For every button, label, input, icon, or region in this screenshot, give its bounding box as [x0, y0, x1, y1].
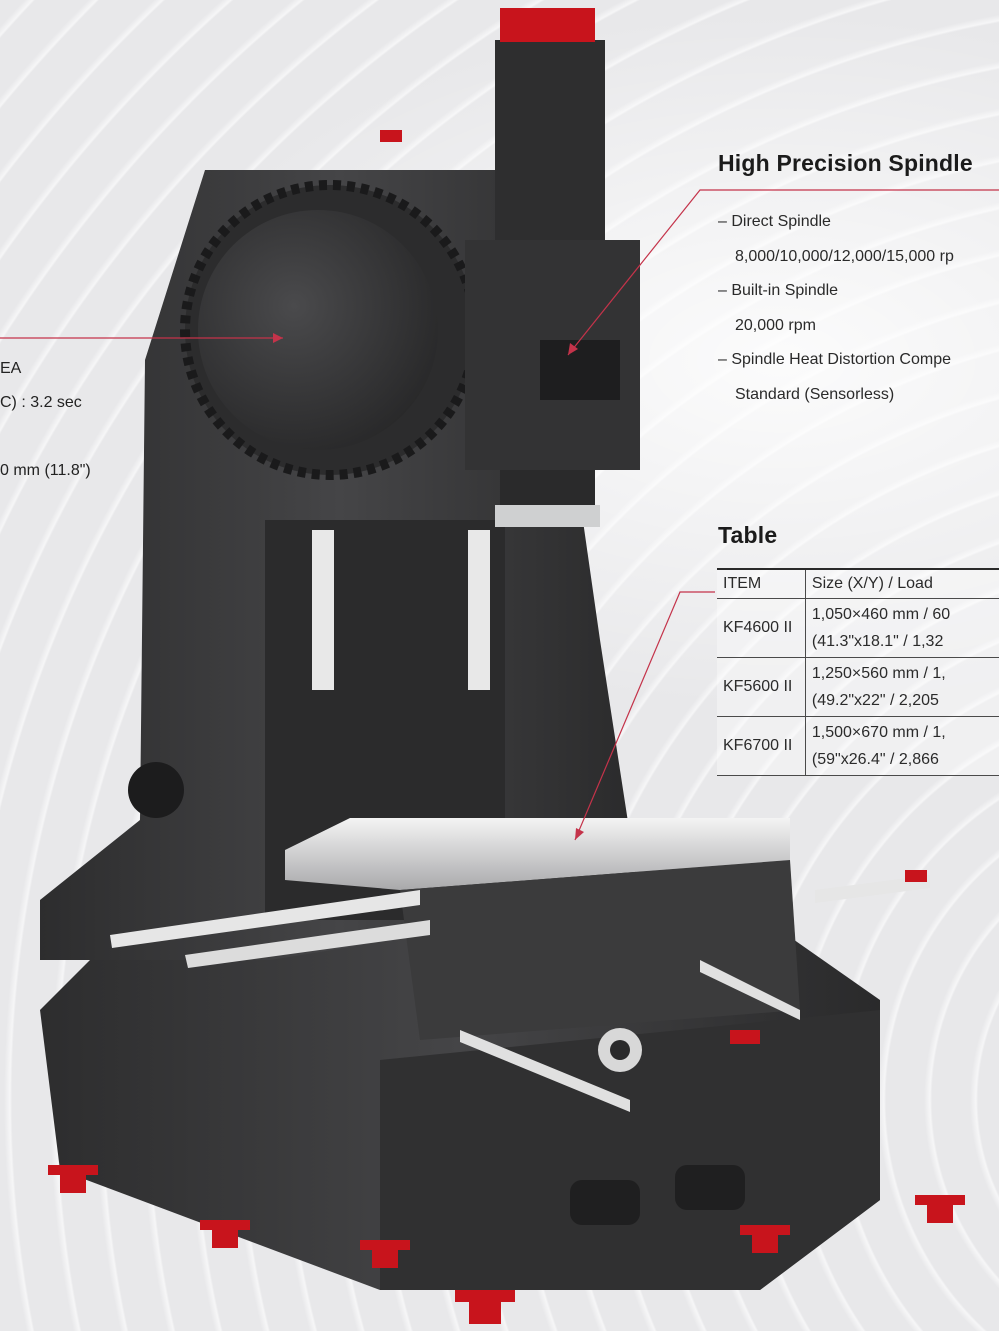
y-rail-right [700, 960, 800, 1020]
column-hole [128, 762, 184, 818]
size-metric: 1,250×560 mm / 1, [811, 665, 946, 682]
size-cell: 1,050×460 mm / 60 (41.3"x18.1" / 1,32 [805, 598, 999, 658]
column-header-size: Size (X/Y) / Load [805, 568, 999, 599]
base-front [380, 1010, 880, 1290]
column-rail-right [468, 530, 490, 690]
table-row: KF4600 II 1,050×460 mm / 60 (41.3"x18.1"… [717, 598, 999, 658]
spindle-motor [495, 40, 605, 250]
spindle-item-value: Standard (Sensorless) [735, 385, 895, 403]
table-spec-grid: ITEM Size (X/Y) / Load KF4600 II 1,050×4… [717, 568, 999, 776]
x-rail-right [815, 875, 930, 903]
model-cell: KF5600 II [717, 657, 806, 717]
base-window-1 [570, 1180, 640, 1225]
spindle-item-value: 8,000/10,000/12,000/15,000 rp [735, 247, 954, 265]
table-row: KF6700 II 1,500×670 mm / 1, (59"x26.4" /… [717, 716, 999, 776]
column-header-item: ITEM [717, 568, 806, 599]
spindle-nose-ring [495, 505, 600, 527]
magazine-spec-line: 0 mm (11.8") [0, 462, 91, 479]
x-rail-front [110, 890, 420, 948]
spindle-spec-list: – Direct Spindle 8,000/10,000/12,000/15,… [718, 205, 954, 412]
spindle-motor-cap [500, 8, 595, 42]
model-cell: KF4600 II [717, 598, 806, 658]
model-cell: KF6700 II [717, 716, 806, 776]
leveling-feet [48, 1165, 965, 1324]
spindle-item-label: – Direct Spindle [718, 213, 831, 230]
spindle-item-value: 20,000 rpm [735, 316, 816, 334]
magazine-specs: EA C) : 3.2 sec 0 mm (11.8") [0, 352, 91, 488]
column-rail-left [312, 530, 334, 690]
size-metric: 1,050×460 mm / 60 [811, 606, 951, 623]
spindle-item-label: – Built-in Spindle [718, 282, 839, 299]
size-imperial: (59"x26.4" / 2,866 [811, 751, 939, 768]
table-saddle [400, 860, 800, 1040]
size-metric: 1,500×670 mm / 1, [811, 724, 946, 741]
size-imperial: (49.2"x22" / 2,205 [811, 692, 939, 709]
table-row: KF5600 II 1,250×560 mm / 1, (49.2"x22" /… [717, 657, 999, 717]
spindle-section-title: High Precision Spindle [718, 150, 973, 176]
spindle-opening [540, 340, 620, 400]
y-rail-left [460, 1030, 630, 1112]
size-imperial: (41.3"x18.1" / 1,32 [811, 633, 944, 650]
table-section-title: Table [718, 522, 778, 548]
magazine-spec-line: EA [0, 360, 22, 377]
spindle-item-label: – Spindle Heat Distortion Compe [718, 351, 952, 368]
x-rail-back [185, 920, 430, 968]
magazine-spec-line: C) : 3.2 sec [0, 394, 82, 411]
size-cell: 1,250×560 mm / 1, (49.2"x22" / 2,205 [805, 657, 999, 717]
size-cell: 1,500×670 mm / 1, (59"x26.4" / 2,866 [805, 716, 999, 776]
tool-magazine-cover [198, 210, 438, 450]
table-header-row: ITEM Size (X/Y) / Load [717, 568, 999, 599]
base-window-2 [675, 1165, 745, 1210]
